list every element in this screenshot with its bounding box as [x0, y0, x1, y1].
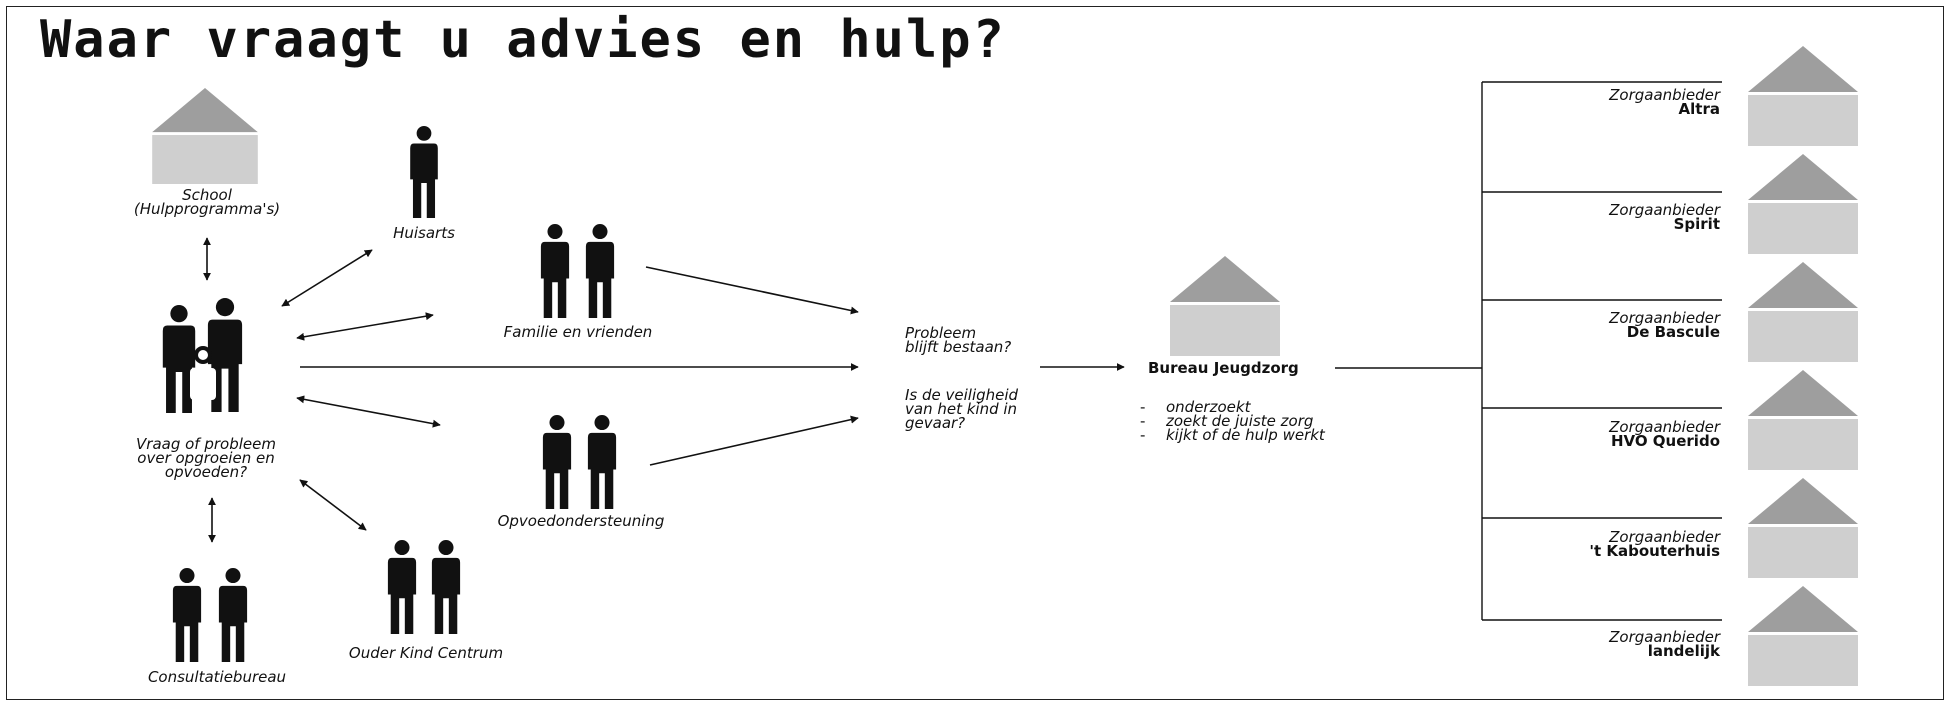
bureau-task-item: kijkt of de hulp werkt [1140, 428, 1325, 443]
vraag-label-line2: over opgroeien en [137, 449, 275, 467]
family-with-child-icon [162, 298, 243, 413]
provider-type: Zorgaanbieder [1609, 528, 1720, 546]
vraag-label-line3: opvoeden? [164, 463, 248, 481]
bureau-task-item: onderzoekt [1140, 400, 1325, 415]
huisarts-person-icon [410, 126, 438, 218]
question2-line1: Is de veiligheid [905, 386, 1019, 404]
provider-house-icon-kabouterhuis [1748, 478, 1858, 578]
arrow-lines [203, 237, 1125, 543]
school-house-icon [152, 88, 258, 184]
provider-house-icon-spirit [1748, 154, 1858, 254]
provider-name: landelijk [1647, 642, 1720, 660]
question2-line3: gevaar? [905, 414, 966, 432]
okc-people-icon [387, 540, 461, 634]
okc-label: Ouder Kind Centrum [348, 644, 504, 662]
provider-type: Zorgaanbieder [1609, 418, 1720, 436]
provider-name: De Bascule [1626, 323, 1720, 341]
provider-name: HVO Querido [1610, 432, 1720, 450]
school-label: School (Hulpprogramma's) [133, 186, 281, 218]
provider-type: Zorgaanbieder [1609, 628, 1720, 646]
question2-line2: van het kind in [905, 400, 1018, 418]
school-label-line2: (Hulpprogramma's) [133, 200, 281, 218]
consult-label: Consultatiebureau [147, 668, 287, 686]
question1-line2: blijft bestaan? [905, 338, 1012, 356]
familie-people-icon [540, 224, 615, 318]
provider-house-icon-de-bascule [1748, 262, 1858, 362]
provider-label-hvo-querido: Zorgaanbieder HVO Querido [1609, 418, 1720, 450]
provider-house-icon-landelijk [1748, 586, 1858, 686]
provider-bracket [1335, 81, 1722, 621]
opvoed-people-icon [542, 415, 617, 509]
provider-name: Altra [1678, 100, 1720, 118]
diagram-frame [6, 6, 1944, 700]
huisarts-label: Huisarts [393, 224, 455, 242]
bureau-tasks-list: onderzoekt zoekt de juiste zorg kijkt of… [1140, 400, 1325, 443]
opvoed-label: Opvoedondersteuning [497, 512, 665, 530]
question-child-safety: Is de veiligheid van het kind in gevaar? [905, 386, 1019, 432]
provider-type: Zorgaanbieder [1609, 86, 1720, 104]
school-label-line1: School [182, 186, 232, 204]
provider-house-icon-altra [1748, 46, 1858, 146]
provider-house-icon-hvo-querido [1748, 370, 1858, 470]
provider-label-landelijk: Zorgaanbieder landelijk [1609, 628, 1720, 660]
question1-line1: Probleem [905, 324, 977, 342]
bureau-task-item: zoekt de juiste zorg [1140, 414, 1325, 429]
vraag-label: Vraag of probleem over opgroeien en opvo… [136, 435, 276, 481]
page-title: Waar vraagt u advies en hulp? [40, 10, 1006, 70]
provider-name: Spirit [1673, 215, 1720, 233]
provider-label-altra: Zorgaanbieder Altra [1609, 86, 1720, 118]
bureau-jeugdzorg-label: Bureau Jeugdzorg [1148, 359, 1299, 377]
bureau-jeugdzorg-house-icon [1170, 256, 1280, 356]
provider-label-spirit: Zorgaanbieder Spirit [1609, 201, 1720, 233]
provider-type: Zorgaanbieder [1609, 309, 1720, 327]
vraag-label-line1: Vraag of probleem [136, 435, 276, 453]
familie-label: Familie en vrienden [503, 323, 653, 341]
provider-label-de-bascule: Zorgaanbieder De Bascule [1609, 309, 1720, 341]
question-problem-persists: Probleem blijft bestaan? [905, 324, 1012, 356]
provider-name: 't Kabouterhuis [1589, 542, 1720, 560]
provider-label-kabouterhuis: Zorgaanbieder 't Kabouterhuis [1589, 528, 1720, 560]
provider-type: Zorgaanbieder [1609, 201, 1720, 219]
consult-people-icon [172, 568, 248, 662]
